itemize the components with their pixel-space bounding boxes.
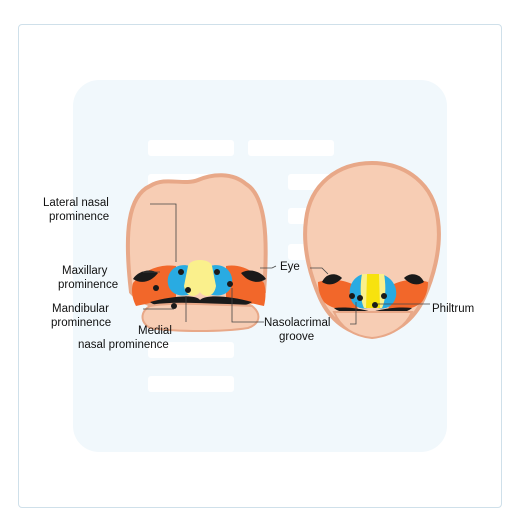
label-medial-nasal: Medial nasal prominence: [78, 325, 175, 351]
right-eye-icon: [404, 274, 424, 285]
right-mandibular-prominence: [332, 310, 414, 340]
diagram-labels: Lateral nasal prominence Maxillary promi…: [43, 197, 474, 351]
left-embryo-face: [125, 173, 268, 332]
leader-lines: [143, 203, 430, 325]
left-eye-icon: [241, 270, 266, 282]
right-eye-icon: [322, 274, 342, 285]
left-medial-nasal-prominence: [184, 260, 216, 296]
right-philtrum: [366, 274, 380, 308]
label-maxillary: Maxillary prominence: [58, 265, 118, 291]
right-head: [303, 160, 441, 339]
left-mandibular-prominence: [141, 302, 260, 332]
label-lateral-nasal: Lateral nasal prominence: [43, 197, 112, 223]
label-philtrum: Philtrum: [432, 303, 474, 315]
left-eye-icon: [133, 270, 158, 282]
label-nasolacrimal: Nasolacrimal groove: [264, 317, 334, 343]
right-embryo-face: [303, 160, 441, 340]
right-maxillary-prominence: [318, 279, 428, 311]
label-mandibular: Mandibular prominence: [51, 303, 112, 329]
label-eye: Eye: [280, 261, 300, 273]
